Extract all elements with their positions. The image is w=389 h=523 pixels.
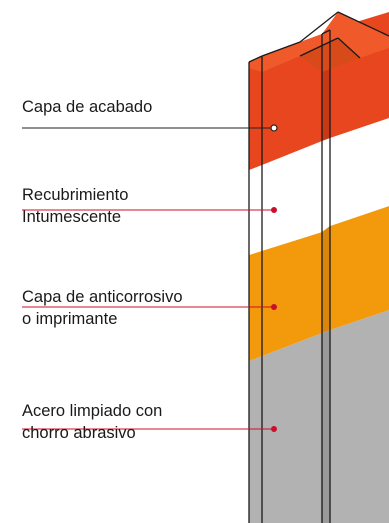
- label-primer-layer: Capa de anticorrosivo o imprimante: [22, 286, 183, 330]
- finish-layer: [249, 12, 389, 170]
- label-intumescent-layer: Recubrimiento Intumescente: [22, 184, 128, 228]
- label-intumescent-line-1: Recubrimiento: [22, 186, 129, 204]
- label-steel-line-2: chorro abrasivo: [22, 424, 136, 442]
- intumescent-layer: [249, 118, 389, 255]
- primer-layer: [249, 206, 389, 361]
- label-steel-line-1: Acero limpiado con: [22, 402, 163, 420]
- label-intumescent-line-2: Intumescente: [22, 208, 122, 226]
- label-finish-layer: Capa de acabado: [22, 96, 152, 118]
- label-finish-line-1: Capa de acabado: [22, 98, 153, 116]
- beam-outline: [248, 11, 389, 523]
- label-primer-line-1: Capa de anticorrosivo: [22, 288, 183, 306]
- leader-dot-intumescent: [271, 207, 277, 213]
- leader-dot-primer: [271, 304, 277, 310]
- label-steel-layer: Acero limpiado con chorro abrasivo: [22, 400, 162, 444]
- leader-dot-steel: [271, 426, 277, 432]
- label-primer-line-2: o imprimante: [22, 310, 118, 328]
- leader-lines: [22, 124, 278, 432]
- steel-layer: [249, 310, 389, 523]
- leader-dot-finish: [270, 124, 278, 132]
